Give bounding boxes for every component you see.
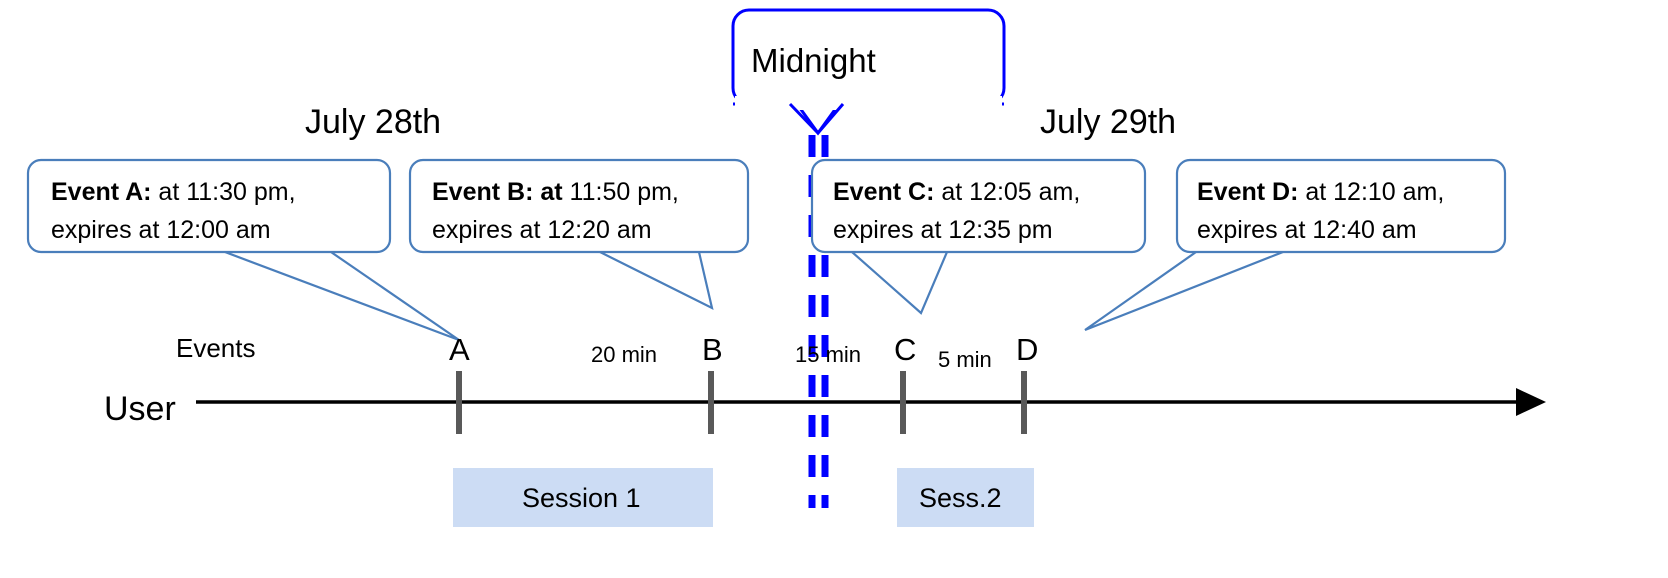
interval-label-bc: 15 min bbox=[795, 342, 861, 367]
event-callout-b[interactable]: Event B: at 11:50 pm, expires at 12:20 a… bbox=[408, 158, 750, 254]
leader-lines bbox=[224, 250, 1284, 342]
session-2-label: Sess.2 bbox=[919, 483, 1002, 513]
event-c-rest: at 12:05 am, bbox=[934, 178, 1080, 206]
event-marker-letter-d: D bbox=[1016, 332, 1038, 367]
session-2[interactable]: Sess.2 bbox=[897, 468, 1034, 527]
event-marker-letter-c: C bbox=[894, 332, 916, 367]
event-callout-c-line2: expires at 12:35 pm bbox=[833, 216, 1053, 244]
event-callout-a[interactable]: Event A: at 11:30 pm, expires at 12:00 a… bbox=[26, 158, 392, 254]
row-label-events: Events bbox=[176, 333, 256, 363]
day-label-left: July 28th bbox=[305, 103, 441, 141]
event-marker-letter-b: B bbox=[702, 332, 723, 367]
event-callout-b-box bbox=[408, 158, 750, 254]
timeline-axis bbox=[196, 388, 1546, 416]
interval-label-ab: 20 min bbox=[591, 342, 657, 367]
event-callout-d[interactable]: Event D: at 12:10 am, expires at 12:40 a… bbox=[1175, 158, 1507, 254]
midnight-callout-tail-v bbox=[788, 102, 845, 136]
interval-label-cd: 5 min bbox=[938, 347, 992, 372]
event-callout-a-line1: Event A: at 11:30 pm, bbox=[51, 178, 296, 206]
midnight-callout[interactable]: Midnight bbox=[731, 8, 1006, 136]
event-callout-d-line2: expires at 12:40 am bbox=[1197, 216, 1417, 244]
session-1-rect bbox=[453, 468, 713, 527]
event-callout-c[interactable]: Event C: at 12:05 am, expires at 12:35 p… bbox=[810, 158, 1147, 254]
event-b-strong: Event B: at bbox=[432, 178, 563, 206]
session-1-label: Session 1 bbox=[522, 483, 641, 513]
event-callout-b-line1: Event B: at 11:50 pm, bbox=[432, 178, 679, 206]
axis-arrow-icon bbox=[1516, 388, 1546, 416]
session-1[interactable]: Session 1 bbox=[453, 468, 713, 527]
event-callout-a-box bbox=[26, 158, 392, 254]
leader-line-c bbox=[851, 251, 949, 315]
event-callout-a-line2: expires at 12:00 am bbox=[51, 216, 271, 244]
event-callout-c-line1: Event C: at 12:05 am, bbox=[833, 178, 1080, 206]
event-c-strong: Event C: bbox=[833, 178, 934, 206]
day-label-right: July 29th bbox=[1040, 103, 1176, 141]
event-callout-b-line2: expires at 12:20 am bbox=[432, 216, 652, 244]
event-a-rest: at 11:30 pm, bbox=[151, 178, 295, 206]
event-marker-letter-a: A bbox=[449, 332, 470, 367]
event-a-strong: Event A: bbox=[51, 178, 151, 206]
row-label-user: User bbox=[104, 390, 176, 428]
leader-line-a bbox=[224, 250, 460, 342]
event-callout-c-box bbox=[810, 158, 1147, 254]
leader-line-d bbox=[1084, 250, 1284, 332]
event-callout-d-box bbox=[1175, 158, 1507, 254]
event-callout-d-line1: Event D: at 12:10 am, bbox=[1197, 178, 1444, 206]
session-2-rect bbox=[897, 468, 1034, 527]
event-d-rest: at 12:10 am, bbox=[1298, 178, 1444, 206]
leader-line-b bbox=[599, 251, 714, 311]
midnight-label: Midnight bbox=[751, 42, 876, 79]
event-b-rest: 11:50 pm, bbox=[563, 178, 679, 206]
event-d-strong: Event D: bbox=[1197, 178, 1298, 206]
